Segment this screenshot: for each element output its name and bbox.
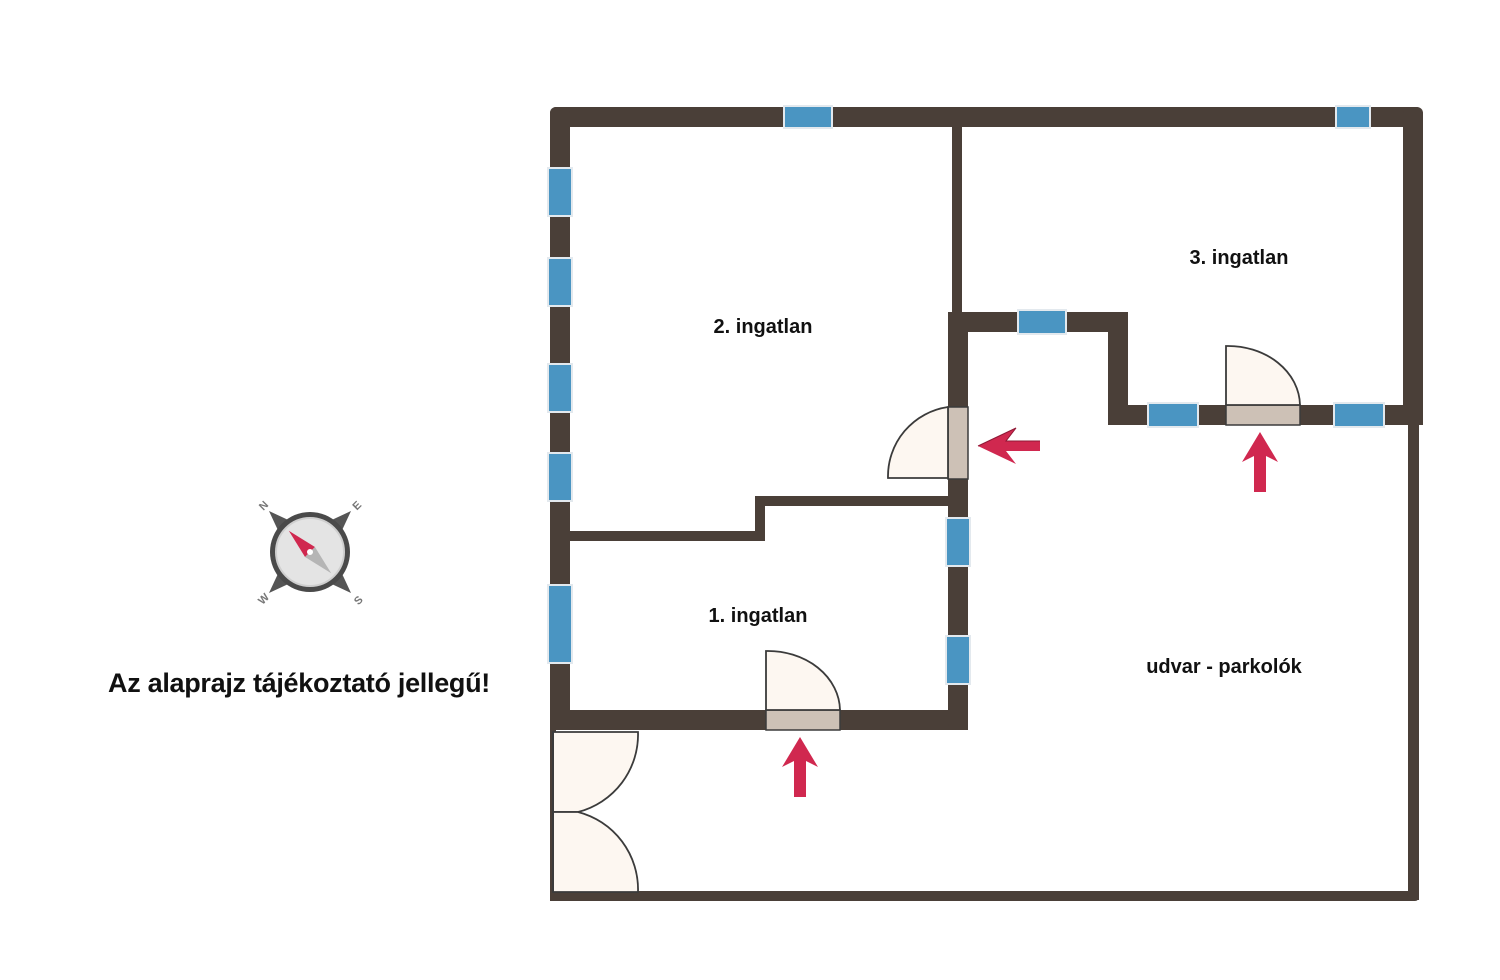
- wall-partition-step: [755, 496, 765, 541]
- window-left-2: [547, 257, 573, 307]
- window-room3-bottom-2: [1333, 402, 1385, 428]
- wall-bottom: [550, 891, 1419, 901]
- compass-letter-s: S: [352, 594, 366, 608]
- compass: N S E W: [256, 499, 366, 608]
- gate-leaf-bottom: [552, 811, 639, 893]
- door-room1: [765, 650, 841, 731]
- window-left-3: [547, 363, 573, 413]
- wall-top: [550, 107, 1422, 127]
- gate-leaf-top: [552, 731, 639, 813]
- window-room3-bottom-1: [1147, 402, 1199, 428]
- window-left-5: [547, 584, 573, 664]
- compass-point-w: [268, 571, 291, 594]
- door-sill-room2: [947, 406, 969, 480]
- wall-right-lower: [1408, 418, 1419, 900]
- arrow-room1: [782, 737, 818, 797]
- compass-point-n: [268, 510, 291, 533]
- arrow-up-icon: [782, 737, 818, 797]
- door-leaf-room3: [1225, 345, 1301, 406]
- wall-partition-left: [560, 531, 765, 541]
- compass-letter-e: E: [351, 499, 365, 513]
- wall-room1-bottom: [550, 710, 968, 730]
- door-sill-room3: [1225, 404, 1301, 426]
- room-label-courtyard: udvar - parkolók: [1146, 656, 1302, 678]
- entrance-arrows: [782, 427, 1278, 797]
- gate-courtyard: [552, 731, 639, 893]
- arrow-up-icon: [1242, 432, 1278, 492]
- window-middle-2: [945, 635, 971, 685]
- window-top-2: [1335, 105, 1371, 129]
- compass-letter-n: N: [257, 499, 271, 513]
- door-room2: [887, 405, 969, 480]
- window-left-1: [547, 167, 573, 217]
- disclaimer-note: Az alaprajz tájékoztató jellegű!: [108, 668, 490, 698]
- door-sill-room1: [765, 709, 841, 731]
- arrow-left-icon: [978, 428, 1040, 464]
- door-room3: [1225, 345, 1301, 426]
- room-label-1: 1. ingatlan: [709, 605, 808, 627]
- room-label-2: 2. ingatlan: [714, 316, 813, 338]
- wall-room3-notch: [1108, 312, 1128, 425]
- window-left-4: [547, 452, 573, 502]
- room-label-3: 3. ingatlan: [1190, 247, 1289, 269]
- door-leaf-room2: [887, 405, 949, 479]
- arrow-room2: [977, 427, 1040, 464]
- arrow-room3: [1242, 432, 1278, 492]
- window-room3-left: [1017, 309, 1067, 335]
- wall-divider-2-3: [952, 117, 962, 317]
- walls: [550, 107, 1423, 901]
- compass-point-e: [329, 510, 352, 533]
- compass-point-s: [329, 571, 352, 594]
- window-top-1: [783, 105, 833, 129]
- doors: [552, 345, 1301, 893]
- wall-right-upper: [1403, 107, 1423, 425]
- compass-letter-w: W: [256, 591, 272, 607]
- wall-partition-right: [755, 496, 955, 506]
- windows: [547, 105, 1385, 685]
- window-middle-1: [945, 517, 971, 567]
- door-leaf-room1: [765, 650, 841, 711]
